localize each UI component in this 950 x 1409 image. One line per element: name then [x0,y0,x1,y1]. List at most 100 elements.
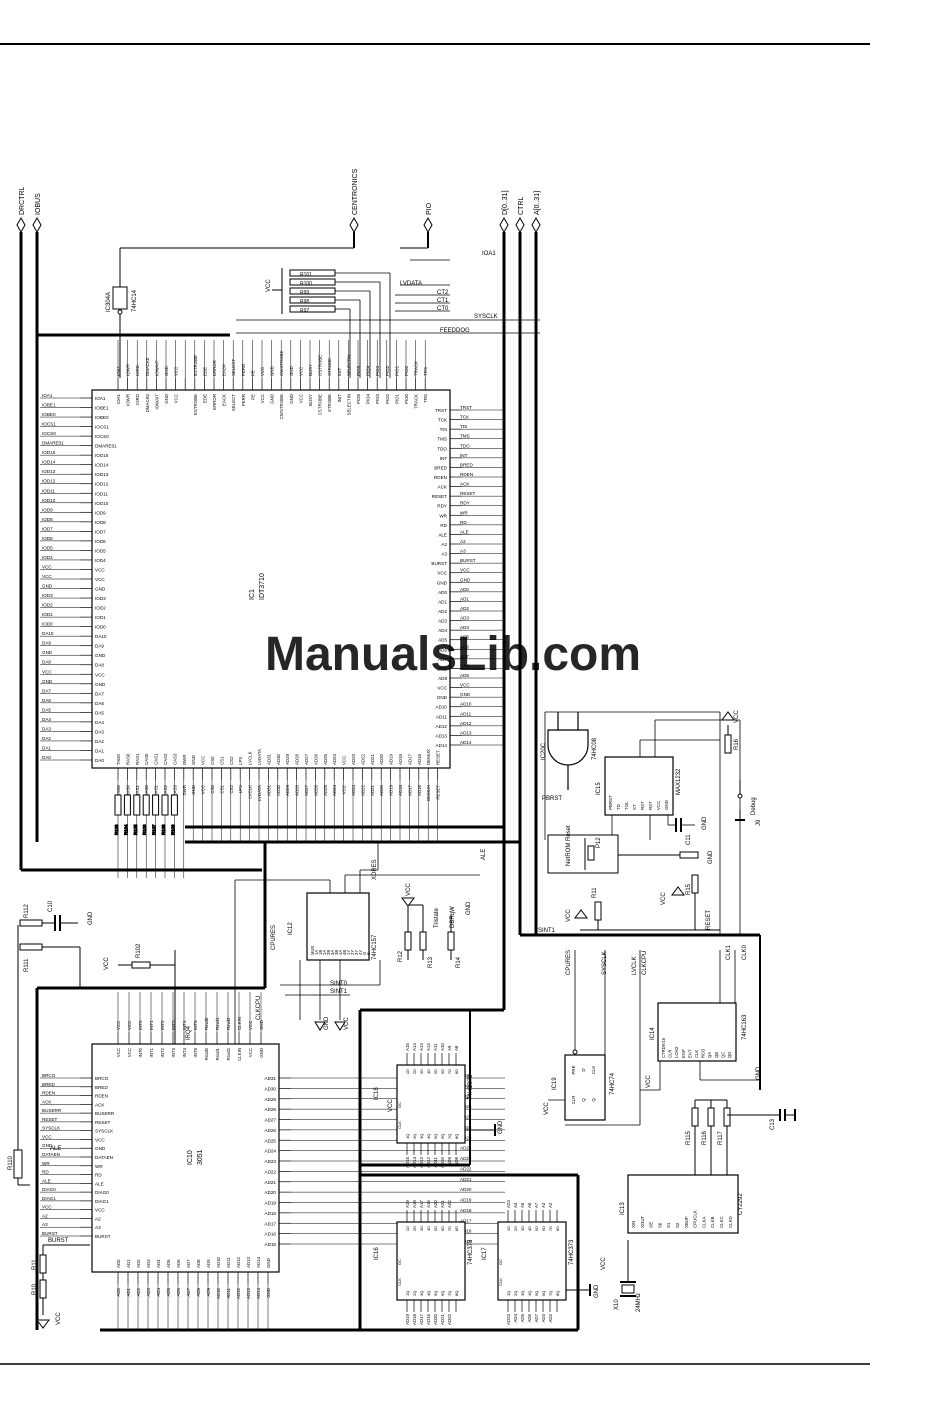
ic1-left-pin-label: DA7 [95,691,104,696]
ic18-q-label: 5Q [433,1134,438,1139]
ic10-left-pin-label: BRCO [95,1076,109,1081]
r-array-label: R107 [152,824,157,835]
ic1-left-wire-label: DA10 [42,631,54,636]
gnd-symbol-ic12 [314,1021,346,1031]
ic1-left-pin-label: GND [95,653,106,658]
ic1-right-pin-label: GND [437,695,448,700]
ic19-pin-label: Q [581,1098,586,1102]
ic14-pin-label: ENP [681,1049,686,1058]
ic10-right-pin-label: AD18 [265,1211,277,1216]
ic17-q-label: 8Q [555,1291,560,1296]
ic1-top-pin-label: PIO5 [356,393,361,404]
ic13-pin-label: CLKB [710,1216,715,1228]
ic16-q-wire: AD22 [447,1313,452,1325]
ic1-bottom-wire-label: RESET [436,785,441,800]
ic1-left-wire-label: IOD8 [42,517,53,522]
ic1-bottom-wire-label: DEMUX [426,785,431,801]
ic18-d-label: 6D [440,1069,445,1074]
net-irq4: IRQ4 [186,1025,192,1040]
debug-label: Debug [751,797,757,815]
ic16-q-wire: AD19 [405,1313,410,1325]
ic1-left-pin-label: IOD8 [95,520,106,525]
ic19-pin-label: PRE [571,1065,576,1074]
ic1-top-pin-label: PE [250,394,255,400]
ic16-d-label: 7D [447,1226,452,1231]
ic10-left-pin-label: RDEN [95,1094,108,1099]
ic14-pin-label: ENT [687,1049,692,1058]
ic10-bottom-pin-label: AD8 [196,1259,201,1268]
r13-label: R13 [428,956,434,968]
ic1-bottom-wire-label: RAS1 [135,784,140,796]
ic304a-part: 74HC14 [132,289,138,312]
ic10-left-wire-label: BRCO [42,1073,56,1078]
ic10-left-pins: BRCOBRCOBREDBREDRDENRDENACKACKBUSERRBUSE… [40,1073,115,1239]
ic10-part: 3051 [197,1149,204,1165]
ic1-left-pin-label: VCC [95,577,105,582]
r117-label: R117 [718,1130,724,1145]
ic1-bottom-wire-label: AD29 [285,784,290,796]
ic10-top-pin-label: GND [259,1048,264,1058]
ic1-top-pin-label: VCC [260,394,265,403]
ic10-bottom-pin-label: AD14 [256,1256,261,1268]
bus-label-iobus: IOBUS [35,193,42,215]
ic10-left-wire-label: ALE [42,1178,51,1183]
ic17-oc: OC [498,1259,503,1265]
ic17-chip: IC17 74HC373 [482,1221,575,1301]
ic14-pin-label: QA [707,1052,712,1058]
ic10-left-pin-label: DATAEN [95,1155,113,1160]
ic18-d-wire: A15 [405,1043,410,1051]
ic1-bottom-pin-label: CS2 [229,756,234,765]
ic12-pin-label: MUX [310,945,315,955]
ic1-bottom-pin-label: AD19 [389,753,394,765]
ic10-right-pin-label: AD28 [265,1107,277,1112]
ic10-right-pin-label: AD26 [265,1128,277,1133]
ic1-left-wire-label: DA2 [42,736,51,741]
ic17-d-wire: A6 [527,1202,532,1208]
ic1-left-pin-label: IOD10 [95,501,109,506]
ic17-d-label: 7D [548,1226,553,1231]
ic1-bottom-wire-label: LVDATA [257,785,262,801]
ic1-right-wire-label: AD12 [460,721,472,726]
ic16-d-wire: A19 [405,1200,410,1208]
r-array-label: R109 [170,824,175,835]
ic1-right-wire-label: AD2 [460,606,469,611]
ic10-left-wire-label: BRED [42,1082,55,1087]
ic1-bottom-pin-label: AD24 [332,753,337,765]
ic19-pin-label: Q [591,1098,596,1102]
ic17-q-wire: AD6 [527,1313,532,1322]
ic10-bottom-wire-label: GND [266,1288,271,1298]
ic1-right-pin-label: RD [440,523,447,528]
ic1-left-pin-label: IOD6 [95,539,106,544]
ic18-d-wire: A9 [447,1045,452,1051]
resistor-array-top [272,268,336,314]
ic1-right-pin-label: AD12 [436,724,448,729]
ic1-bottom-wire-label: GND [191,785,196,795]
ic10-bottom-wire-label: AD4 [156,1287,161,1296]
ic10-left-wire-label: GND [42,1143,53,1148]
ic1-right-wire-label: INT [460,453,468,458]
ic1-bottom-wire-label: VCC [201,785,206,794]
ic10-bottom-pin-label: AD7 [186,1259,191,1268]
ic1-left-pin-label: GND [95,587,106,592]
ic12-pin-label: 3A [330,950,335,955]
ic1-right-wire-label: AD1 [460,596,469,601]
ic16-pins: 1D1QA19AD192D2QA18AD183D3QA17AD174D4QA16… [397,1200,459,1325]
ic18-ref: IC18 [374,1087,380,1100]
ic1-right-pin-label: ACK [438,485,448,490]
ic17-d-label: 2D [513,1226,518,1231]
ic1-top-pin-label: VCC [174,394,179,403]
r10-label: R10 [32,1283,38,1295]
ic1-top-pins: IOA1IOA1IOWRIOWRIORDIORDDMACK0DMACK0IOWA… [116,340,428,419]
ic18-q-wire: AD13 [419,1156,424,1168]
ic1-left-wire-label: GND [42,584,53,589]
ic14-pin-label: LOAD [674,1047,679,1058]
ic1-right-pin-label: TMS [437,437,447,442]
ic16-d-label: 4D [426,1226,431,1231]
ic10-top-wire-label: INT0 [138,1020,143,1030]
ic304a-inverter [112,286,128,378]
ic1-right-pin-label: AD5 [438,638,447,643]
ic1-right-pin-label: AD0 [438,590,447,595]
ic10-left-pin-label: DIAG0 [95,1190,109,1195]
ic18-d-label: 5D [433,1069,438,1074]
